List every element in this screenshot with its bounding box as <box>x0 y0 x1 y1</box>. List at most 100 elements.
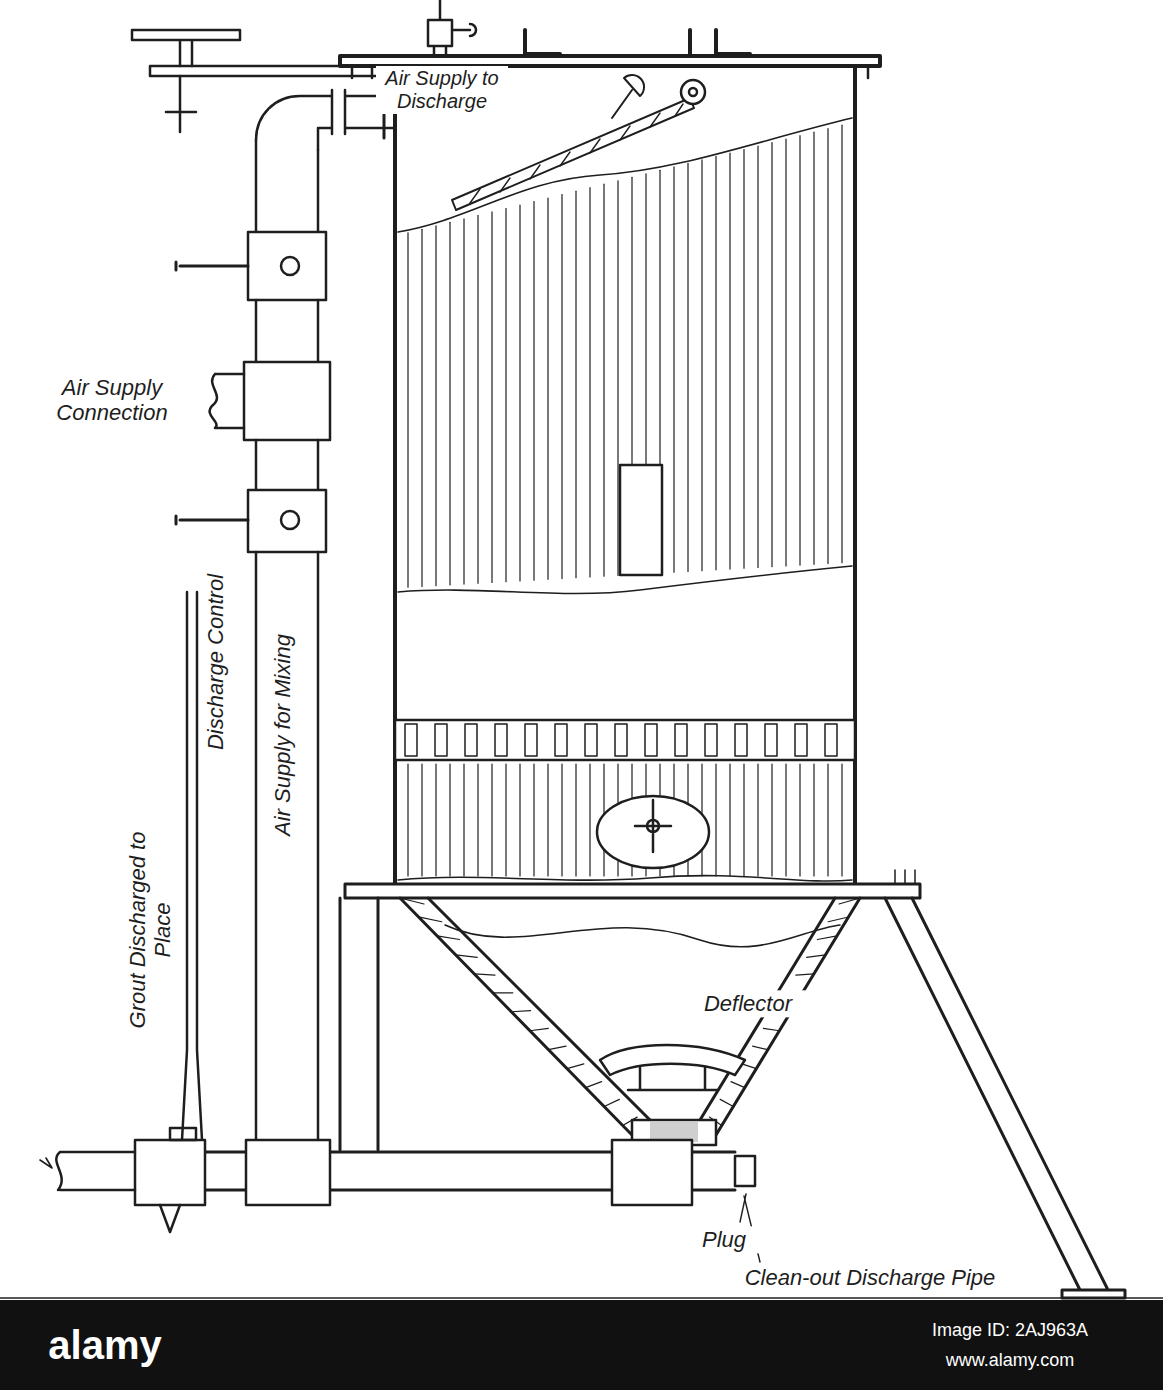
corrugation-line <box>519 764 520 876</box>
break-line <box>445 925 840 947</box>
grate-slat <box>795 724 807 756</box>
grate-slat <box>465 724 477 756</box>
corrugation-line <box>715 156 716 569</box>
corrugation-line <box>547 764 548 876</box>
corrugation-line <box>785 139 786 566</box>
door-hatch <box>470 104 683 203</box>
tank-wall <box>395 66 855 885</box>
air-pipe <box>256 300 318 362</box>
sight-window <box>620 465 662 575</box>
grate-slat <box>585 724 597 756</box>
hatch-line <box>807 955 826 957</box>
break-line <box>398 876 852 881</box>
tee-fitting <box>244 362 330 440</box>
hatch-line <box>437 936 459 940</box>
grate <box>395 720 855 760</box>
corrugation-line <box>589 764 590 876</box>
part-label: Grout Discharged to Place <box>124 815 177 1045</box>
watermark-text: alamy <box>15 1321 195 1369</box>
corrugation-line <box>841 764 842 876</box>
corrugation <box>408 125 842 876</box>
hatch-line <box>839 898 860 904</box>
corrugation-line <box>505 764 506 876</box>
hinge-pin <box>689 88 697 96</box>
air-pipe <box>256 140 318 232</box>
hatch-line <box>567 1064 584 1069</box>
corrugation-line <box>603 184 604 576</box>
corrugation-line <box>617 181 618 576</box>
part-label: Clean-out Discharge Pipe <box>725 1264 1015 1291</box>
lower-valve <box>248 490 326 552</box>
part-label: Deflector <box>688 990 808 1017</box>
part-label: Plug <box>689 1226 759 1253</box>
corrugation-line <box>561 764 562 876</box>
corrugation-line <box>687 163 688 571</box>
corrugation-line <box>743 150 744 569</box>
valve-stem <box>281 511 299 529</box>
corrugation-line <box>715 764 716 876</box>
grate-slat <box>615 724 627 756</box>
hatch-line <box>763 1028 779 1030</box>
corrugation-line <box>477 215 478 583</box>
plug <box>735 1156 755 1186</box>
corrugation-line <box>575 191 576 578</box>
air-inlet-stub <box>210 374 244 428</box>
top-plate <box>340 56 880 66</box>
hatch-line <box>456 955 478 957</box>
hatch-line <box>720 1099 733 1106</box>
grate-slat <box>645 724 657 756</box>
cone-lining <box>400 898 860 1126</box>
corrugation-line <box>841 125 842 563</box>
corrugation-line <box>813 764 814 876</box>
hatch-line <box>586 1082 602 1088</box>
hatch-line <box>400 898 424 904</box>
grate-slat <box>675 724 687 756</box>
corrugation-line <box>771 764 772 876</box>
hatch-line <box>511 1011 530 1012</box>
hatch-line <box>604 1099 619 1106</box>
corrugation-line <box>519 205 520 581</box>
corrugation-line <box>463 764 464 876</box>
corrugation-line <box>547 198 548 579</box>
corrugation-line <box>407 233 408 587</box>
hatch-line <box>548 1046 566 1050</box>
corrugation-line <box>561 195 562 579</box>
hatch-line <box>731 1082 745 1088</box>
grate-slat <box>765 724 777 756</box>
hatch-line <box>493 992 513 993</box>
corrugation-line <box>491 764 492 876</box>
corrugation-line <box>491 212 492 583</box>
part-label: Air Supply to Discharge <box>376 66 508 114</box>
hatch-line <box>742 1064 757 1069</box>
hatch-line <box>419 917 442 922</box>
grate-slat <box>705 724 717 756</box>
corrugation-line <box>407 764 408 876</box>
valve-stem <box>281 257 299 275</box>
hatch-line <box>474 974 495 975</box>
hatch-line <box>753 1046 768 1050</box>
air-tee <box>246 1140 330 1205</box>
corrugation-line <box>757 764 758 876</box>
corrugation-line <box>827 129 828 564</box>
grate-slat <box>495 724 507 756</box>
valve-drain <box>160 1205 180 1232</box>
corrugation-line <box>673 167 674 572</box>
corrugation-line <box>463 219 464 584</box>
deflector-stem <box>628 1068 718 1090</box>
hatch-line <box>796 974 814 975</box>
door-eye <box>612 75 644 118</box>
outlet-arrow <box>40 1158 52 1168</box>
hopper-flange <box>345 884 920 898</box>
deflector <box>600 1045 745 1075</box>
corrugation-line <box>729 764 730 876</box>
grate-slat <box>555 724 567 756</box>
corrugation-line <box>575 764 576 876</box>
flange-ribs <box>895 870 915 884</box>
corrugation-line <box>771 143 772 567</box>
corrugation-line <box>505 208 506 581</box>
t-handle <box>132 30 240 66</box>
pipe-elbow <box>256 90 395 150</box>
top-valve <box>428 0 476 56</box>
hinge <box>681 80 705 104</box>
